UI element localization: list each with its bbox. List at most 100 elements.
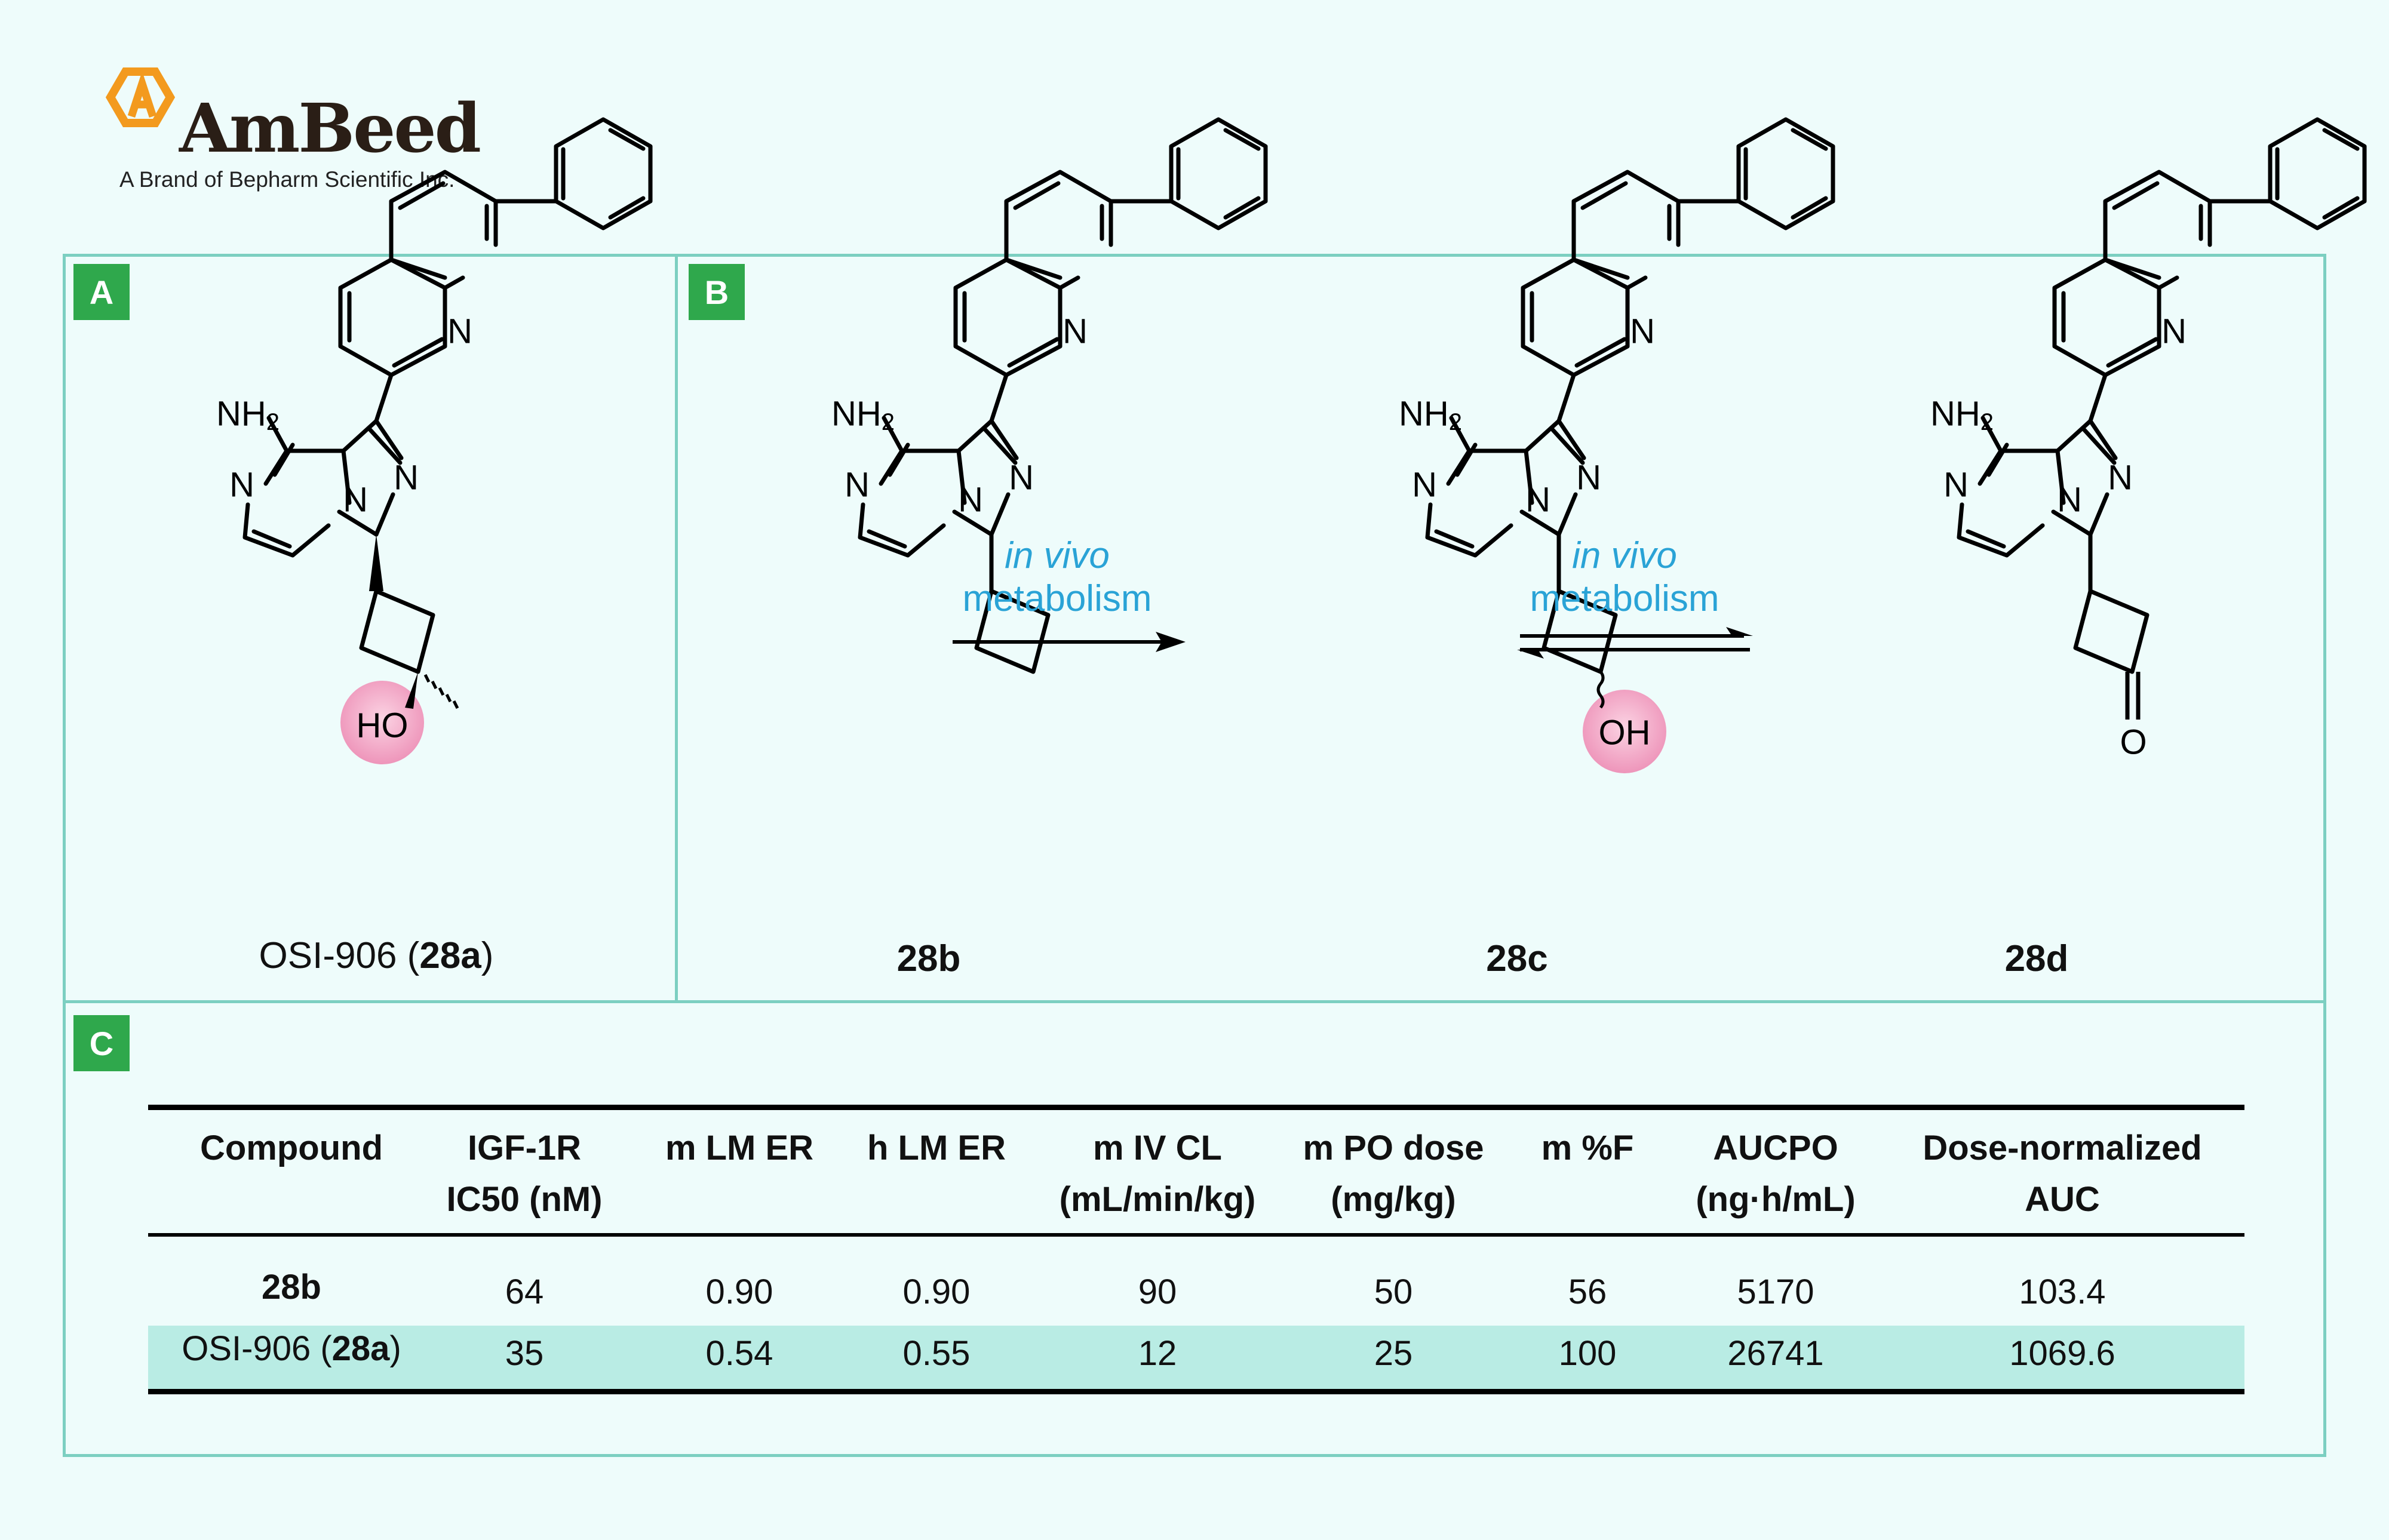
table-row-1-compound: OSI-906 (28a) bbox=[182, 1329, 401, 1369]
brand-logo: AmBeed A Brand of Bepharm Scientific Inc… bbox=[90, 60, 508, 197]
table-row-1-cell-1: 35 bbox=[505, 1334, 544, 1373]
table-row-0-cell-2: 0.90 bbox=[705, 1272, 773, 1311]
atom-n-pyrazine: N bbox=[229, 466, 254, 505]
panel-b-tag: B bbox=[689, 264, 745, 320]
table-top-rule bbox=[148, 1105, 2244, 1110]
atom-o: O bbox=[2120, 723, 2147, 762]
arrow-2-label-italic: in vivo bbox=[1572, 535, 1677, 576]
compound-prefix: OSI-906 ( bbox=[182, 1329, 332, 1368]
compound-label-28b: 28b bbox=[896, 938, 961, 979]
table-header-0-line-0: Compound bbox=[199, 1129, 383, 1167]
table-header-7-line-0: AUCPO bbox=[1713, 1129, 1838, 1167]
table-header-1-line-1: IC50 (nM) bbox=[446, 1180, 603, 1219]
atom-n-quinoline: N bbox=[1063, 312, 1088, 351]
table-header-4-line-0: m IV CL bbox=[1093, 1129, 1222, 1167]
table-row-0-cell-1: 64 bbox=[505, 1272, 544, 1311]
table-header-4-line-1: (mL/min/kg) bbox=[1059, 1180, 1256, 1219]
bold-bond bbox=[405, 672, 418, 709]
arrow-1-label-italic: in vivo bbox=[1005, 535, 1110, 576]
atom-n-imidazole: N bbox=[2108, 459, 2133, 497]
atom-ho: HO bbox=[357, 706, 409, 745]
pk-table: Compound IGF-1R IC50 (nM) m LM ER h LM ER m I… bbox=[148, 1105, 2244, 1403]
table-row-1-cell-5: 25 bbox=[1374, 1334, 1413, 1373]
atom-n-bridgehead: N bbox=[2057, 481, 2082, 520]
atom-n-pyrazine: N bbox=[1412, 466, 1437, 505]
atom-nh2-subscript: 2 bbox=[1449, 409, 1462, 435]
hash-bond bbox=[438, 687, 445, 696]
compound-label-28a-prefix: OSI-906 ( bbox=[259, 935, 420, 976]
table-row-0-cell-7: 5170 bbox=[1737, 1272, 1814, 1311]
reaction-arrows bbox=[953, 627, 1753, 659]
arrow-2-label-text: metabolism bbox=[1530, 578, 1719, 619]
atom-nh2-subscript: 2 bbox=[882, 409, 895, 435]
atom-n-imidazole: N bbox=[1576, 459, 1601, 497]
panel-a-tag: A bbox=[73, 264, 130, 320]
table-row-1-cell-4: 12 bbox=[1138, 1334, 1177, 1373]
ambeed-hexagon-icon bbox=[105, 67, 176, 127]
table-row-0-cell-4: 90 bbox=[1138, 1272, 1177, 1311]
hydroxyl-highlight bbox=[1583, 690, 1666, 773]
compound-label-28d: 28d bbox=[2004, 938, 2069, 979]
compound-id: 28a bbox=[331, 1329, 390, 1368]
table-row-0-cell-8: 103.4 bbox=[2019, 1272, 2106, 1311]
hydroxyl-highlight bbox=[340, 681, 424, 764]
table-row-1-cell-7: 26741 bbox=[1727, 1334, 1824, 1373]
brand-tagline: A Brand of Bepharm Scientific Inc. bbox=[119, 167, 455, 192]
table-header-6-line-0: m %F bbox=[1541, 1129, 1634, 1167]
cyclobutyl-group bbox=[974, 534, 1051, 674]
atom-n-bridgehead: N bbox=[1525, 481, 1550, 520]
hash-bond bbox=[431, 680, 438, 690]
arrow-2-back-head bbox=[1517, 650, 1544, 659]
atom-n-imidazole: N bbox=[394, 459, 419, 497]
panel-c-tag: C bbox=[73, 1015, 130, 1071]
table-header-2-line-0: m LM ER bbox=[665, 1129, 814, 1167]
atom-nh2-subscript: 2 bbox=[1980, 409, 1994, 435]
table-row-1-cell-6: 100 bbox=[1558, 1334, 1617, 1373]
table-header-4: m IV CL (mL/min/kg) bbox=[1060, 1123, 1256, 1225]
atom-n-bridgehead: N bbox=[958, 481, 983, 520]
table-row-0-cell-5: 50 bbox=[1374, 1272, 1413, 1311]
atom-nh2-subscript: 2 bbox=[266, 409, 280, 435]
hash-bond bbox=[445, 693, 452, 703]
table-header-0: Compound bbox=[200, 1123, 383, 1174]
compound-id: 28b bbox=[262, 1268, 321, 1307]
arrow-1-head bbox=[1156, 632, 1186, 652]
compound-label-28a: OSI-906 (28a) bbox=[215, 935, 538, 977]
table-header-3: h LM ER bbox=[867, 1123, 1006, 1174]
arrow-2-label: in vivo metabolism bbox=[1523, 534, 1726, 620]
table-header-3-line-0: h LM ER bbox=[867, 1129, 1006, 1167]
atom-n-quinoline: N bbox=[447, 312, 472, 351]
hash-bond bbox=[452, 700, 459, 709]
table-header-5: m PO dose (mg/kg) bbox=[1303, 1123, 1484, 1225]
table-bottom-rule bbox=[148, 1389, 2244, 1394]
table-row-1-cell-8: 1069.6 bbox=[2009, 1334, 2115, 1373]
table-header-6: m %F bbox=[1542, 1123, 1634, 1174]
cyclobutyl-group bbox=[2073, 534, 2150, 674]
wedge-bond bbox=[369, 534, 383, 591]
atom-n-bridgehead: N bbox=[343, 481, 368, 520]
table-header-8-line-0: Dose-normalized bbox=[1923, 1129, 2202, 1167]
table-header-5-line-0: m PO dose bbox=[1303, 1129, 1484, 1167]
table-header-2: m LM ER bbox=[665, 1123, 813, 1174]
wavy-bond bbox=[1596, 671, 1605, 709]
table-row-0-compound: 28b bbox=[262, 1267, 321, 1307]
compound-label-28a-suffix: ) bbox=[481, 935, 494, 976]
table-row-1-cell-3: 0.55 bbox=[902, 1334, 971, 1373]
atom-n-quinoline: N bbox=[2161, 312, 2187, 351]
table-header-1-line-0: IGF-1R bbox=[467, 1129, 582, 1167]
table-header-1: IGF-1R IC50 (nM) bbox=[447, 1123, 603, 1225]
atom-n-pyrazine: N bbox=[845, 466, 870, 505]
table-header-rule bbox=[148, 1233, 2244, 1237]
panel-c-frame bbox=[63, 1000, 2326, 1457]
table-row-1-cell-2: 0.54 bbox=[705, 1334, 773, 1373]
table-header-7: AUCPO (ng·h/mL) bbox=[1696, 1123, 1855, 1225]
arrow-1-label: in vivo metabolism bbox=[956, 534, 1159, 620]
atom-n-quinoline: N bbox=[1630, 312, 1655, 351]
table-header-7-line-1: (ng·h/mL) bbox=[1696, 1180, 1856, 1219]
table-header-5-line-1: (mg/kg) bbox=[1331, 1180, 1456, 1219]
brand-name: AmBeed bbox=[179, 90, 481, 168]
